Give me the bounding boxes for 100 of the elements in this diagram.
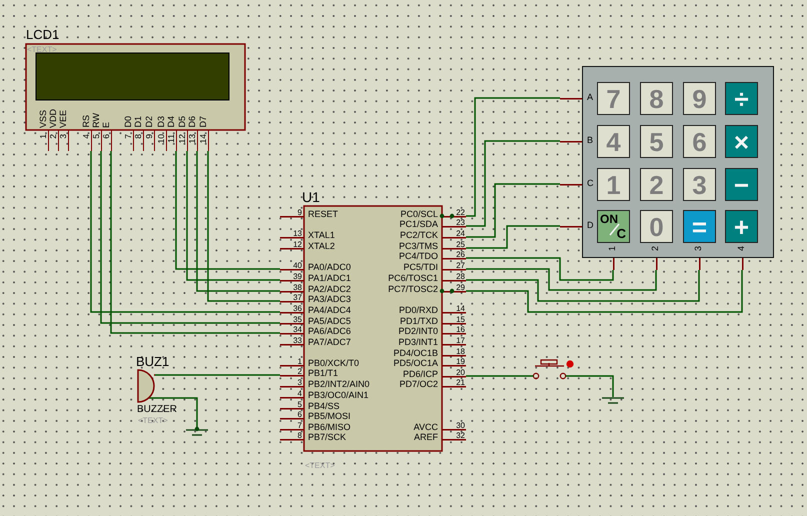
pin-number: 12 (178, 134, 186, 144)
pin-name: PB3/OC0/AIN1 (308, 391, 369, 400)
pin-name: VEE (59, 110, 68, 128)
pin-number: 35 (292, 316, 302, 324)
pin-number: 21 (456, 378, 465, 386)
pin-number: 34 (292, 326, 302, 334)
pin-number: 5 (296, 400, 302, 408)
pin-number: 8 (296, 432, 302, 440)
pin-number: 19 (456, 358, 465, 366)
pin-name: PB5/MOSI (308, 412, 351, 421)
keypad-key: 6 (683, 125, 716, 158)
pin-number: 30 (456, 422, 465, 430)
pin-number: 25 (456, 240, 465, 248)
placeholder-text: <TEXT> (138, 417, 168, 425)
pin-number: 24 (456, 230, 465, 238)
pin-name: PC6/TOSC1 (388, 274, 438, 283)
push-button-switch (532, 359, 567, 380)
pin-name: A (587, 93, 594, 102)
pin-name: PA5/ADC5 (308, 317, 351, 326)
pin-number: 17 (456, 336, 465, 344)
pin-number: 2 (651, 246, 660, 252)
keypad-key: × (725, 125, 758, 158)
pin-name: B (587, 136, 594, 145)
pin-name: PB0/XCK/T0 (308, 359, 360, 368)
pin-name: PA2/ADC2 (308, 285, 351, 294)
wire (466, 270, 743, 313)
keypad-key: = (683, 210, 716, 243)
pin-number: 29 (456, 284, 465, 292)
pin-number: 13 (188, 134, 196, 144)
keypad-key: − (725, 168, 758, 201)
pin-number: 14 (199, 134, 208, 144)
keypad-key: ÷ (725, 82, 758, 115)
component-value: BUZZER (137, 405, 177, 415)
pin-number: 32 (456, 432, 465, 440)
pin-name: PD7/OC2 (399, 380, 438, 389)
pin-number: 23 (456, 218, 465, 226)
pin-number: 27 (456, 262, 465, 270)
wire (466, 257, 614, 281)
pin-number: 13 (292, 230, 302, 238)
wire (207, 151, 280, 302)
pin-name: RESET (308, 210, 338, 219)
wire (196, 151, 280, 292)
pin-number: 22 (456, 208, 465, 216)
keypad-key: 0 (640, 210, 673, 243)
pin-name: D6 (188, 116, 197, 128)
pin-name: PC7/TOSC2 (388, 285, 438, 294)
pin-name: D2 (145, 116, 154, 128)
pin-name: PB1/T1 (308, 369, 338, 378)
pin-number: 10 (157, 134, 166, 144)
pin-name: D4 (167, 116, 176, 128)
pin-name: D3 (157, 116, 166, 128)
pin-name: D5 (178, 116, 187, 128)
pin-number: 1 (296, 358, 302, 366)
pin-name: PA7/ADC7 (308, 338, 351, 347)
pin-name: XTAL2 (308, 242, 335, 251)
pin-number: 4 (296, 390, 302, 398)
pin-name: PC2/TCK (400, 231, 438, 240)
pin-name: PD4/OC1B (393, 349, 438, 358)
pin-number: 3 (296, 378, 302, 386)
pin-name: PB4/SS (308, 402, 340, 411)
keypad (582, 66, 774, 258)
pin-number: 7 (124, 134, 132, 139)
pin-name: D0 (124, 116, 133, 128)
pin-name: D1 (134, 116, 143, 128)
keypad-key: 5 (640, 125, 673, 158)
pin-name: PB6/MISO (308, 423, 351, 432)
pin-name: AREF (414, 433, 438, 442)
pin-name: PC4/TDO (398, 252, 438, 261)
pin-number: 40 (292, 262, 302, 270)
pin-number: 36 (292, 304, 302, 312)
wire (186, 151, 280, 281)
pin-name: PD1/TXD (400, 317, 438, 326)
pin-name: PA4/ADC4 (308, 306, 351, 315)
keypad-key: 2 (640, 168, 673, 201)
pin-number: 18 (456, 348, 465, 356)
pin-number: 9 (296, 208, 302, 216)
pin-number: 11 (167, 134, 176, 143)
wire (466, 97, 560, 217)
pin-name: PC0/SCL (400, 210, 438, 219)
pin-name: PA6/ADC6 (308, 327, 351, 336)
component-reference: BUZ1 (136, 355, 170, 368)
pin-number: 14 (456, 304, 465, 312)
pin-name: C (587, 179, 594, 188)
keypad-key: + (725, 210, 758, 243)
placeholder-text: <TEXT> (305, 462, 335, 470)
keypad-key: 4 (597, 125, 630, 158)
pin-name: PB7/SCK (308, 433, 346, 442)
pin-name: D7 (199, 116, 208, 128)
pin-number: 4 (737, 246, 746, 252)
pin-number: 8 (134, 134, 142, 139)
component-reference: U1 (302, 190, 320, 204)
pin-name: VSS (39, 110, 48, 128)
pin-name: PD2/INT0 (398, 327, 438, 336)
pin-name: XTAL1 (308, 231, 335, 240)
pin-name: PA3/ADC3 (308, 295, 351, 304)
wire (466, 225, 560, 249)
pin-number: 2 (296, 368, 302, 376)
keypad-key: 9 (683, 82, 716, 115)
pin-number: 1 (39, 134, 48, 139)
pin-number: 20 (456, 368, 465, 376)
